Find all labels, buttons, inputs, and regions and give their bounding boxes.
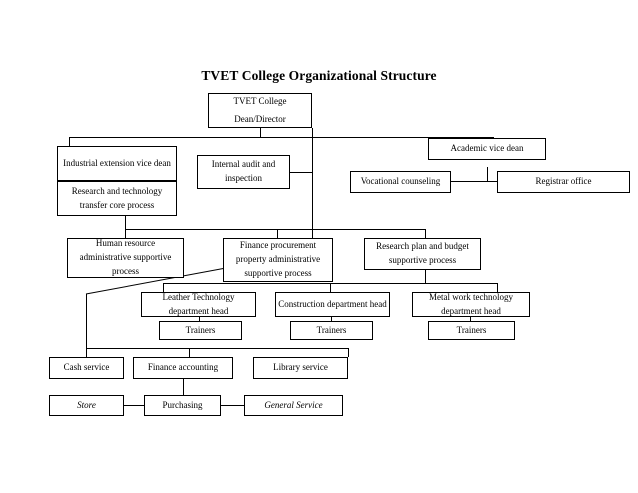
- connector-internal-audit-stub: [289, 172, 313, 173]
- node-root-line2: Dean/Director: [234, 113, 286, 124]
- connector-to-construction-head: [330, 283, 331, 292]
- node-research-technology-transfer-core-process[interactable]: Research and technology transfer core pr…: [57, 181, 177, 216]
- page-title: TVET College Organizational Structure: [201, 68, 437, 83]
- connector-to-finance-procurement: [277, 229, 278, 238]
- connector-purchasing-to-general-service: [221, 405, 244, 406]
- connector-leather-to-trainers: [199, 316, 200, 321]
- connector-store-to-purchasing: [124, 405, 144, 406]
- connector-academic-stem: [487, 167, 488, 181]
- node-cash-service[interactable]: Cash service: [49, 357, 124, 379]
- connector-to-industrial-extension: [69, 137, 70, 146]
- node-vocational-counseling[interactable]: Vocational counseling: [350, 171, 451, 193]
- node-purchasing[interactable]: Purchasing: [144, 395, 221, 416]
- node-trainers-leather[interactable]: Trainers: [159, 321, 242, 340]
- node-registrar-office[interactable]: Registrar office: [497, 171, 630, 193]
- node-store[interactable]: Store: [49, 395, 124, 416]
- connector-to-vocational-counseling: [451, 181, 452, 182]
- node-finance-accounting[interactable]: Finance accounting: [133, 357, 233, 379]
- connector-main-trunk: [312, 128, 313, 238]
- connector-finance-accounting-to-purchasing: [183, 379, 184, 396]
- node-trainers-metal[interactable]: Trainers: [428, 321, 515, 340]
- connector-to-human-resource: [125, 229, 126, 238]
- connector-research-plan-stem: [425, 270, 426, 283]
- node-research-plan-and-budget-supportive-process[interactable]: Research plan and budget supportive proc…: [364, 238, 481, 270]
- connector-to-metal-head: [497, 283, 498, 292]
- connector-to-finance-accounting: [189, 348, 190, 357]
- connector-to-leather-head: [163, 283, 164, 292]
- connector-to-cash-service: [86, 348, 87, 357]
- connector-to-library-service: [348, 348, 349, 357]
- node-trainers-construction[interactable]: Trainers: [290, 321, 373, 340]
- connector-metal-to-trainers: [470, 316, 471, 321]
- connector-construction-to-trainers: [331, 316, 332, 321]
- node-academic-vice-dean[interactable]: Academic vice dean: [428, 138, 546, 160]
- node-tvet-college-dean-director[interactable]: TVET College Dean/Director: [208, 93, 312, 128]
- node-general-service[interactable]: General Service: [244, 395, 343, 416]
- connector-to-research-plan: [425, 229, 426, 238]
- node-industrial-extension-vice-dean[interactable]: Industrial extension vice dean: [57, 146, 177, 181]
- node-leather-technology-department-head[interactable]: Leather Technology department head: [141, 292, 256, 317]
- connector-process-tier-bar: [125, 229, 425, 230]
- connector-tier2-bar: [69, 137, 493, 138]
- connector-service-bar: [86, 348, 348, 349]
- node-root-line1: TVET College: [233, 96, 287, 107]
- node-library-service[interactable]: Library service: [253, 357, 348, 379]
- connector-research-core-stem: [125, 215, 126, 229]
- node-internal-audit-and-inspection[interactable]: Internal audit and inspection: [197, 155, 290, 189]
- connector-finance-diagonal: [85, 267, 227, 295]
- connector-academic-children-bar: [451, 181, 523, 182]
- node-human-resource-administrative-supportive-process[interactable]: Human resource administrative supportive…: [67, 238, 184, 278]
- node-construction-department-head[interactable]: Construction department head: [275, 292, 390, 317]
- node-finance-procurement-property-administrative-supportive-process[interactable]: Finance procurement property administrat…: [223, 238, 333, 282]
- node-metal-work-technology-department-head[interactable]: Metal work technology department head: [412, 292, 530, 317]
- connector-dean-stem: [260, 128, 261, 137]
- connector-service-drop: [86, 294, 87, 348]
